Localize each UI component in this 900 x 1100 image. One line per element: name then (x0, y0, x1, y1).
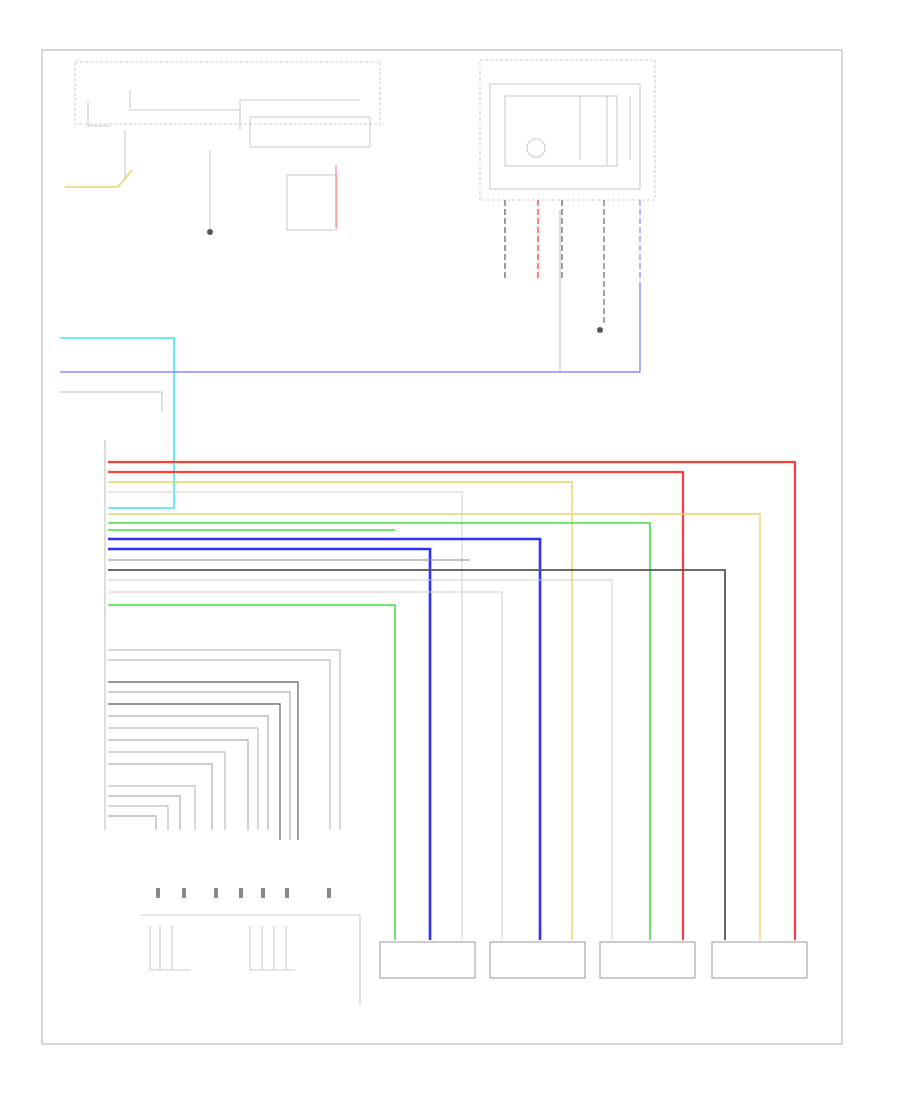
diagram-frame (41, 49, 843, 1045)
sensor-wires (108, 649, 341, 840)
bottom-modules (379, 941, 808, 979)
sensor-group (140, 914, 361, 1005)
wire-periwinkle (60, 282, 641, 373)
module-box-4 (711, 941, 808, 979)
module-box-1 (379, 941, 476, 979)
module-box-2 (489, 941, 586, 979)
module-box-3 (599, 941, 696, 979)
ground-symbol (207, 229, 603, 333)
wire-light-blue (60, 337, 175, 509)
sensor-pins (156, 888, 331, 898)
sensor-icon (526, 138, 546, 158)
relay-box-outline (249, 116, 371, 148)
fuse-box-outline (74, 61, 381, 125)
module-wires (108, 460, 797, 940)
top-right-wires (504, 200, 641, 325)
connector-outline (286, 174, 338, 231)
top-right-module (479, 59, 656, 201)
wire-gray-short (60, 391, 163, 412)
top-left-section (74, 61, 381, 231)
wire-tan-top (65, 169, 133, 188)
